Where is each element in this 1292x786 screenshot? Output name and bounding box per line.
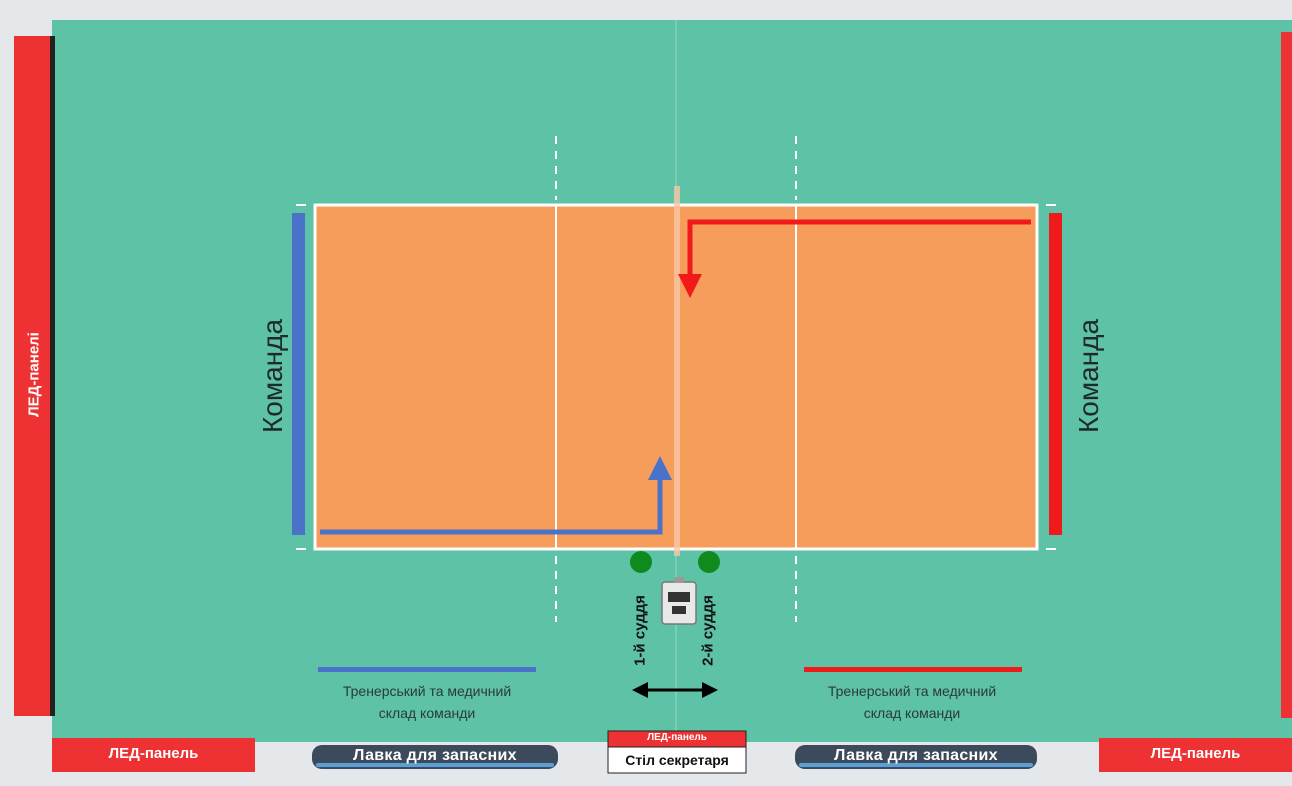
led-panel-bottom-right-label: ЛЕД-панель (1150, 745, 1241, 762)
staff-right-line1: Тренерський та медичний (827, 683, 997, 699)
staff-right-line2: склад команди (863, 705, 961, 721)
staff-right-label: Тренерський та медичний склад команди (782, 680, 1042, 724)
first-referee-marker (630, 551, 652, 573)
bench-right-stripe (799, 763, 1033, 767)
staff-left-line2: склад команди (378, 705, 476, 721)
led-panels-left-label: ЛЕД-панелі (25, 332, 43, 417)
red-team-path-arrow (687, 219, 1031, 276)
red-arrowhead (678, 274, 702, 298)
staff-left-line1: Тренерський та медичний (342, 683, 512, 699)
led-panel-bottom-left (52, 738, 255, 772)
team-left-label: Команда (257, 318, 288, 434)
secretary-table-label: Стіл секретаря (625, 752, 729, 768)
led-panel-bottom-left-label: ЛЕД-панель (108, 745, 199, 762)
staff-left-label: Тренерський та медичний склад команди (297, 680, 557, 724)
first-referee-label: 1-й суддя (631, 595, 649, 666)
blue-team-path-arrow (320, 478, 663, 535)
team-zone-bar-left (292, 213, 305, 535)
staff-zone-line-right (804, 667, 1022, 672)
double-arrow-left-head (632, 682, 648, 698)
referee-stand-icon (661, 577, 697, 625)
second-referee-marker (698, 551, 720, 573)
staff-zone-line-left (318, 667, 536, 672)
bench-left-stripe (316, 763, 554, 767)
double-arrow-right-head (702, 682, 718, 698)
blue-arrowhead (648, 456, 672, 480)
secretary-table (607, 746, 747, 774)
bench-left-label: Лавка для запасних (353, 747, 517, 764)
led-panel-left-vertical (14, 36, 54, 716)
led-panel-left-edge (50, 36, 55, 716)
second-referee-label: 2-й суддя (699, 595, 717, 666)
team-zone-bar-right (1049, 213, 1062, 535)
led-panel-bottom-right (1099, 738, 1292, 772)
secretary-led-label: ЛЕД-панель (647, 732, 707, 743)
net (674, 186, 680, 556)
team-right-label: Команда (1073, 318, 1104, 434)
led-panel-right-vertical (1281, 32, 1292, 718)
bench-right-label: Лавка для запасних (834, 747, 998, 764)
